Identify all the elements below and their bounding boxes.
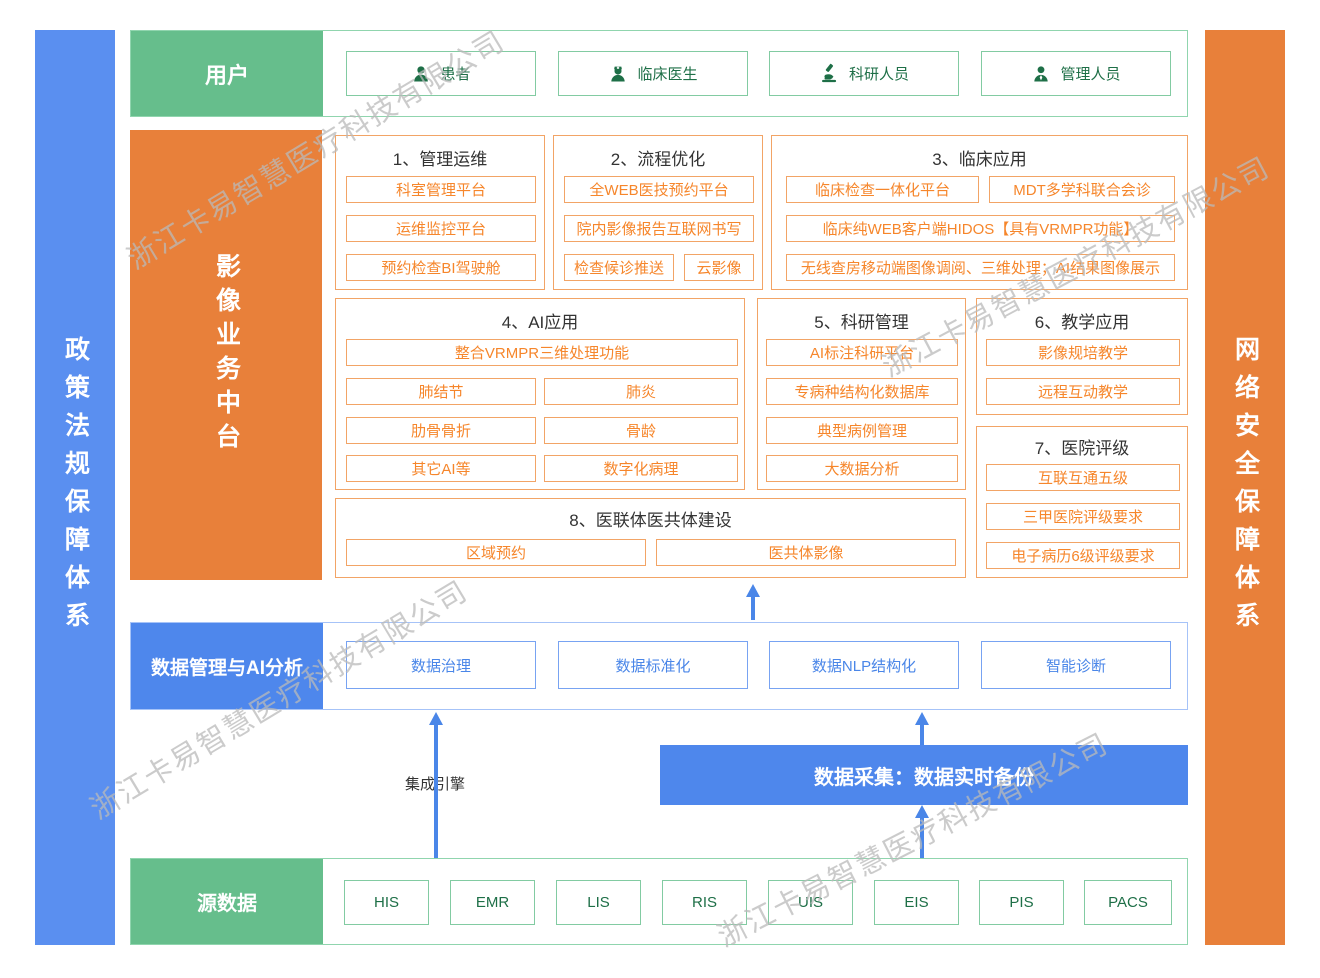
user-box-clinician: 临床医生 <box>558 51 748 96</box>
group-process-optimization: 2、流程优化 全WEB医技预约平台 院内影像报告互联网书写 检查候诊推送 云影像 <box>553 135 763 290</box>
group-title: 2、流程优化 <box>610 150 706 169</box>
hub-item: 肺炎 <box>544 378 738 405</box>
source-system-box: RIS <box>662 880 747 925</box>
source-system-box: HIS <box>344 880 429 925</box>
data-mgmt-label: 数据管理与AI分析 <box>131 623 323 709</box>
hub-item: 电子病历6级评级要求 <box>986 542 1180 569</box>
hub-item: 三甲医院评级要求 <box>986 503 1180 530</box>
user-label: 管理人员 <box>1060 66 1121 83</box>
hub-item: 专病种结构化数据库 <box>766 378 958 405</box>
group-title: 7、医院评级 <box>1034 439 1130 458</box>
hub-item: 其它AI等 <box>346 455 536 482</box>
imaging-hub-label: 影像业务中台 <box>212 253 241 457</box>
source-system-box: UIS <box>768 880 853 925</box>
users-row-label: 用户 <box>131 31 323 116</box>
hub-item: 肺结节 <box>346 378 536 405</box>
user-label: 临床医生 <box>637 66 698 83</box>
manager-icon <box>1031 64 1051 84</box>
data-mgmt-item: 数据标准化 <box>558 641 748 689</box>
hub-item: 区域预约 <box>346 539 646 566</box>
group-title: 3、临床应用 <box>932 150 1027 169</box>
group-hospital-rating: 7、医院评级 互联互通五级 三甲医院评级要求 电子病历6级评级要求 <box>976 426 1188 578</box>
group-clinical-application: 3、临床应用 临床检查一体化平台 MDT多学科联合会诊 临床纯WEB客户端HID… <box>771 135 1188 290</box>
source-system-box: EIS <box>874 880 959 925</box>
source-system-box: EMR <box>450 880 535 925</box>
group-title: 1、管理运维 <box>392 150 488 169</box>
hub-item: 全WEB医技预约平台 <box>564 176 754 203</box>
patient-icon <box>411 64 431 84</box>
hub-item: 整合VRMPR三维处理功能 <box>346 339 738 366</box>
user-label: 科研人员 <box>848 66 909 83</box>
network-security-bar: 网络安全保障体系 <box>1205 30 1285 945</box>
group-title: 4、AI应用 <box>501 313 579 332</box>
user-box-patient: 患者 <box>346 51 536 96</box>
network-security-label: 网络安全保障体系 <box>1231 335 1260 640</box>
doctor-icon <box>608 64 628 84</box>
hub-item: 影像规培教学 <box>986 339 1180 366</box>
group-teaching-application: 6、教学应用 影像规培教学 远程互动教学 <box>976 298 1188 415</box>
data-mgmt-item: 智能诊断 <box>981 641 1171 689</box>
hub-item: 预约检查BI驾驶舱 <box>346 254 536 281</box>
user-box-researcher: 科研人员 <box>769 51 959 96</box>
data-collection-bar: 数据采集：数据实时备份 <box>660 745 1188 805</box>
source-system-box: PIS <box>979 880 1064 925</box>
hub-item: 肋骨骨折 <box>346 417 536 444</box>
hub-item: AI标注科研平台 <box>766 339 958 366</box>
imaging-hub-block: 影像业务中台 <box>130 130 322 580</box>
hub-item: 院内影像报告互联网书写 <box>564 215 754 242</box>
policy-regulation-label: 政策法规保障体系 <box>61 335 90 640</box>
user-box-manager: 管理人员 <box>981 51 1171 96</box>
hub-item: 远程互动教学 <box>986 378 1180 405</box>
data-mgmt-item: 数据治理 <box>346 641 536 689</box>
group-title: 6、教学应用 <box>1034 313 1130 332</box>
arrow-source-to-collection <box>915 805 929 858</box>
hub-item: 云影像 <box>684 254 754 281</box>
hub-item: 典型病例管理 <box>766 417 958 444</box>
source-data-label: 源数据 <box>131 859 323 944</box>
hub-item: 大数据分析 <box>766 455 958 482</box>
hub-item: 检查候诊推送 <box>564 254 674 281</box>
group-medical-alliance: 8、医联体医共体建设 区域预约 医共体影像 <box>335 498 966 578</box>
group-title: 5、科研管理 <box>814 313 909 332</box>
hub-item: 骨龄 <box>544 417 738 444</box>
policy-regulation-bar: 政策法规保障体系 <box>35 30 115 945</box>
users-row: 用户 患者 临床医生 科研人员 管理人员 <box>130 30 1188 117</box>
hub-item: 互联互通五级 <box>986 464 1180 491</box>
hub-item: MDT多学科联合会诊 <box>989 176 1175 203</box>
source-system-box: LIS <box>556 880 641 925</box>
hub-item: 临床检查一体化平台 <box>786 176 979 203</box>
arrow-collection-to-mgmt <box>915 712 929 745</box>
group-title: 8、医联体医共体建设 <box>569 511 732 530</box>
user-label: 患者 <box>440 66 471 83</box>
arrow-up-to-hub <box>746 584 760 620</box>
data-mgmt-item: 数据NLP结构化 <box>769 641 959 689</box>
hub-item: 临床纯WEB客户端HIDOS【具有VRMPR功能】 <box>786 215 1175 242</box>
hub-item: 运维监控平台 <box>346 215 536 242</box>
hub-item: 医共体影像 <box>656 539 956 566</box>
data-mgmt-row: 数据管理与AI分析 数据治理 数据标准化 数据NLP结构化 智能诊断 <box>130 622 1188 710</box>
arrow-integration-engine <box>429 712 443 858</box>
microscope-icon <box>819 63 840 84</box>
group-research-management: 5、科研管理 AI标注科研平台 专病种结构化数据库 典型病例管理 大数据分析 <box>757 298 966 490</box>
source-data-row: 源数据 HIS EMR LIS RIS UIS EIS PIS PACS <box>130 858 1188 945</box>
hub-item: 科室管理平台 <box>346 176 536 203</box>
group-management-ops: 1、管理运维 科室管理平台 运维监控平台 预约检查BI驾驶舱 <box>335 135 545 290</box>
hub-item: 数字化病理 <box>544 455 738 482</box>
group-ai-application: 4、AI应用 整合VRMPR三维处理功能 肺结节 肺炎 肋骨骨折 骨龄 其它AI… <box>335 298 745 490</box>
hub-item: 无线查房移动端图像调阅、三维处理；AI结果图像展示 <box>786 254 1175 281</box>
source-system-box: PACS <box>1084 880 1172 925</box>
